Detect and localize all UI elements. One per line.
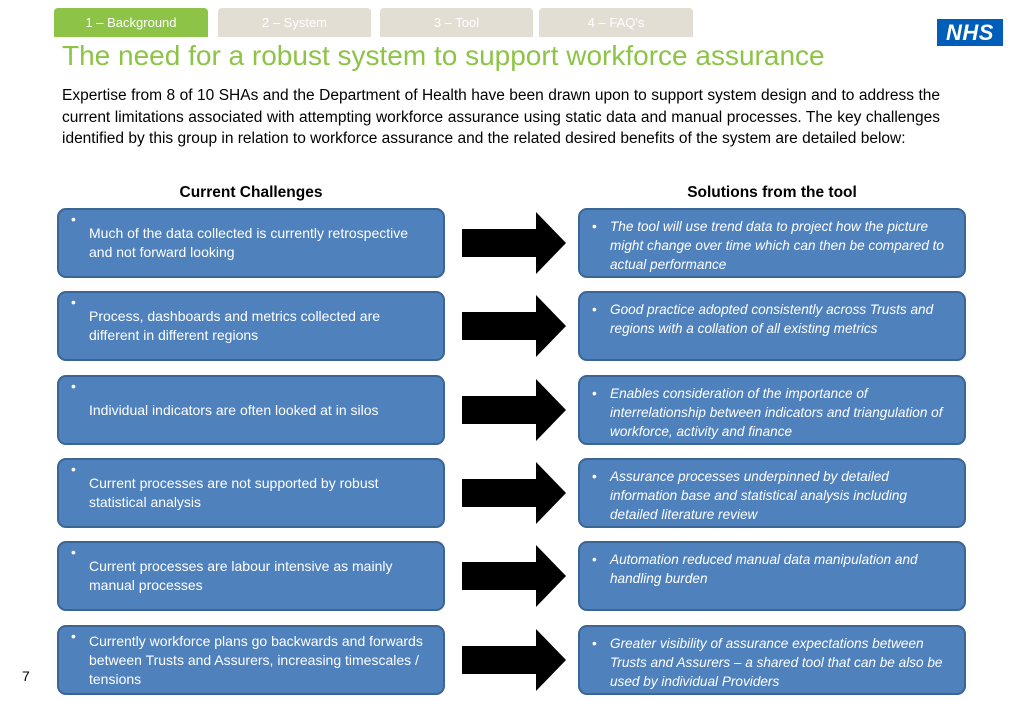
right-arrow-icon (462, 295, 566, 357)
right-arrow-icon (462, 462, 566, 524)
right-arrow-icon (462, 545, 566, 607)
solution-text: Assurance processes underpinned by detai… (610, 469, 907, 522)
bullet-icon: • (71, 378, 76, 394)
solutions-heading: Solutions from the tool (687, 184, 857, 201)
bullet-icon: • (592, 219, 597, 234)
solution-text: The tool will use trend data to project … (610, 219, 944, 272)
bullet-icon: • (592, 636, 597, 651)
bullet-icon: • (71, 211, 76, 227)
challenge-text: Current processes are labour intensive a… (89, 558, 393, 593)
solution-box: • The tool will use trend data to project… (578, 208, 966, 278)
page-number: 7 (22, 668, 30, 684)
right-arrow-icon (462, 629, 566, 691)
bullet-icon: • (592, 386, 597, 401)
tab-tool[interactable]: 3 – Tool (380, 8, 533, 37)
challenge-text: Process, dashboards and metrics collecte… (89, 308, 381, 343)
intro-paragraph: Expertise from 8 of 10 SHAs and the Depa… (62, 87, 940, 147)
challenge-box: • Current processes are labour intensive … (57, 541, 445, 611)
tab-system[interactable]: 2 – System (218, 8, 371, 37)
challenge-box: • Current processes are not supported by … (57, 458, 445, 528)
challenge-text: Much of the data collected is currently … (89, 225, 409, 260)
bullet-icon: • (592, 469, 597, 484)
tab-background[interactable]: 1 – Background (54, 8, 208, 37)
challenge-box: • Process, dashboards and metrics collect… (57, 291, 445, 361)
bullet-icon: • (71, 544, 76, 560)
solution-box: • Automation reduced manual data manipula… (578, 541, 966, 611)
challenge-box: • Much of the data collected is currently… (57, 208, 445, 278)
solution-box: • Good practice adopted consistently acro… (578, 291, 966, 361)
challenge-text: Individual indicators are often looked a… (89, 401, 379, 418)
solution-text: Greater visibility of assurance expectat… (610, 636, 943, 689)
solution-text: Automation reduced manual data manipulat… (610, 552, 918, 586)
bullet-icon: • (71, 294, 76, 310)
challenge-text: Current processes are not supported by r… (89, 475, 379, 510)
current-challenges-heading: Current Challenges (179, 184, 323, 201)
bullet-icon: • (592, 552, 597, 567)
bullet-icon: • (592, 302, 597, 317)
solution-box: • Greater visibility of assurance expecta… (578, 625, 966, 695)
solution-text: Good practice adopted consistently acros… (610, 302, 934, 336)
page-title: The need for a robust system to support … (62, 40, 825, 71)
solution-box: • Assurance processes underpinned by deta… (578, 458, 966, 528)
bullet-icon: • (71, 628, 76, 644)
tab-faqs[interactable]: 4 – FAQ's (539, 8, 693, 37)
right-arrow-icon (462, 212, 566, 274)
bullet-icon: • (71, 461, 76, 477)
right-arrow-icon (462, 379, 566, 441)
solution-text: Enables consideration of the importance … (610, 386, 943, 439)
challenge-box: • Currently workforce plans go backwards … (57, 625, 445, 695)
nhs-logo: NHS (937, 19, 1003, 46)
challenge-text: Currently workforce plans go backwards a… (89, 632, 423, 687)
solution-box: • Enables consideration of the importance… (578, 375, 966, 445)
challenge-box: • Individual indicators are often looked … (57, 375, 445, 445)
